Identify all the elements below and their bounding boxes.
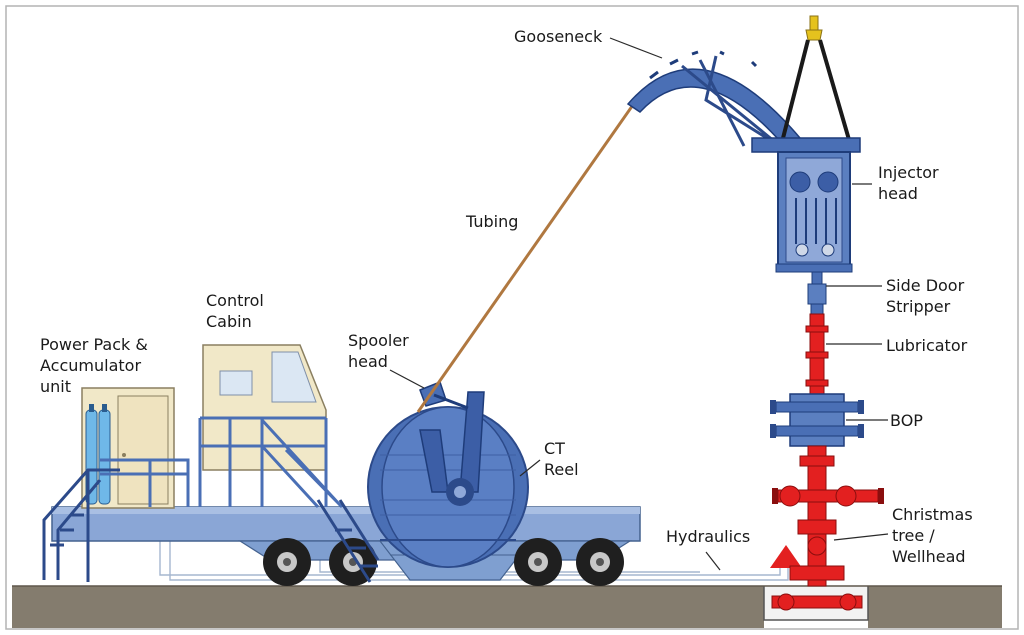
ct-reel: [367, 391, 529, 568]
stairs-right: [316, 499, 380, 583]
label-power-pack: Power Pack & Accumulator unit: [40, 335, 148, 396]
label-side-door-stripper: Side Door Stripper: [886, 276, 965, 316]
diagram-frame: [5, 5, 1019, 630]
label-hydraulics: Hydraulics: [666, 527, 751, 546]
control-cabin: [198, 344, 344, 509]
bop: [770, 393, 864, 447]
christmas-tree: [771, 445, 884, 611]
label-christmas-tree: Christmas tree / Wellhead: [892, 505, 973, 566]
ground: [12, 585, 1002, 628]
side-door-stripper: [807, 271, 827, 315]
label-spooler-head: Spooler head: [348, 331, 409, 371]
coiled-tubing: [416, 91, 644, 413]
label-tubing: Tubing: [466, 212, 519, 231]
hydraulics-arrow-icon: [770, 545, 802, 568]
label-lubricator: Lubricator: [886, 336, 968, 355]
label-bop: BOP: [890, 411, 923, 430]
label-injector-head: Injector head: [878, 163, 939, 203]
power-pack-unit: [81, 387, 190, 509]
spooler-head: [419, 381, 469, 410]
label-control-cabin: Control Cabin: [206, 291, 264, 331]
lubricator: [805, 313, 829, 395]
stairs-left: [42, 468, 120, 582]
injector-head: [751, 137, 861, 273]
lifting-slings: [778, 15, 854, 151]
label-ct-reel: CT Reel: [544, 439, 579, 479]
trailer-wheels: [263, 538, 624, 586]
gooseneck: [626, 50, 802, 150]
leader-lines: [389, 37, 889, 571]
label-gooseneck: Gooseneck: [514, 27, 603, 46]
